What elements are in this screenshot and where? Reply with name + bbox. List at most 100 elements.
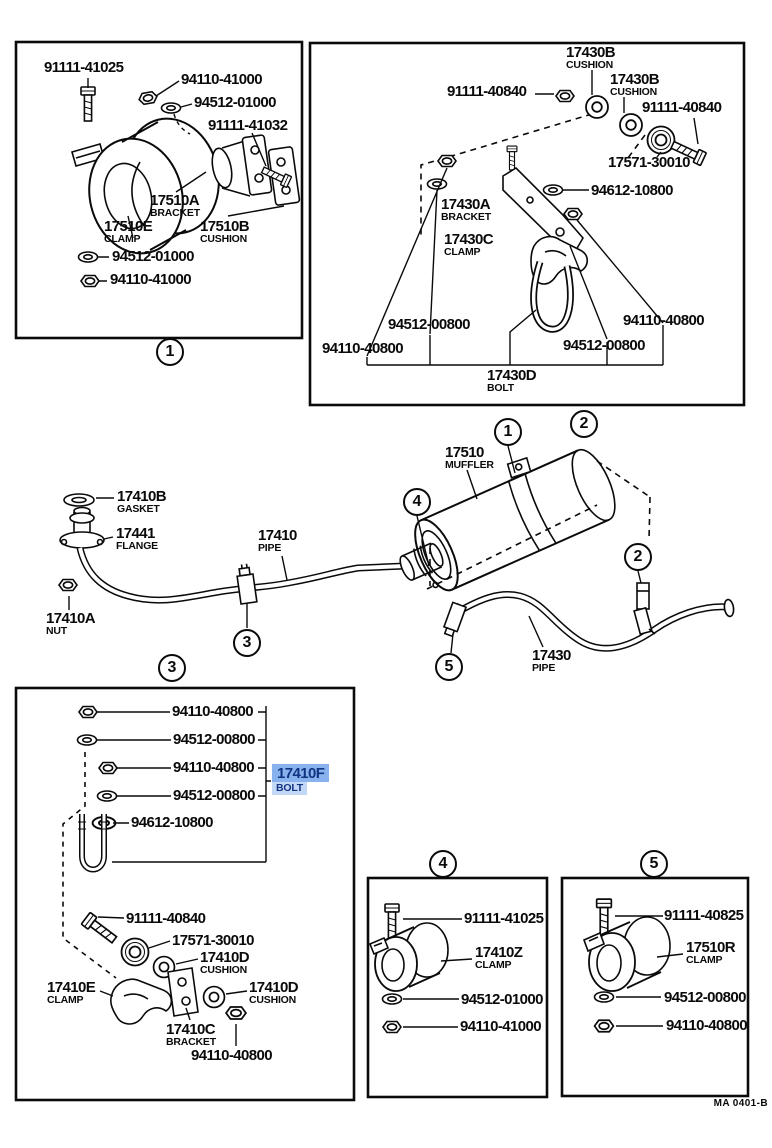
callout-inlet-clamp: 4 <box>403 488 431 516</box>
callout-box2: 2 <box>570 410 598 438</box>
box2-drawing <box>366 70 708 366</box>
callout-muffler-clamp: 1 <box>494 418 522 446</box>
nut-icon <box>98 761 118 775</box>
cushion-icon <box>585 95 609 119</box>
box5-drawing <box>582 898 684 1033</box>
leader-lines <box>97 916 248 1046</box>
part-label: 94512-01000 <box>461 991 543 1008</box>
washer-icon <box>381 993 403 1005</box>
washer-icon <box>76 734 98 746</box>
box4-drawing <box>368 903 473 1034</box>
part-label: 94612-10800 <box>131 814 213 831</box>
part-label: 91111-40840 <box>642 99 722 116</box>
part-label: 94110-41000 <box>181 71 263 88</box>
leader-lines <box>68 445 642 654</box>
grommet-icon <box>646 125 676 155</box>
tail-pipe-drawing <box>454 591 729 652</box>
washer-icon <box>542 184 564 196</box>
callout-box1: 1 <box>156 338 184 366</box>
washer-icon <box>593 991 615 1003</box>
washer-icon <box>160 102 182 114</box>
clamp-drawing <box>110 978 173 1025</box>
part-label: 91111-41025 <box>44 59 124 76</box>
callout-box3: 3 <box>158 654 186 682</box>
part-label: 94512-00800 <box>563 337 645 354</box>
bolt-icon <box>506 145 518 171</box>
part-label: 94512-00800 <box>173 731 255 748</box>
part-label: 94110-41000 <box>110 271 192 288</box>
washer-icon <box>96 790 118 802</box>
part-label: 94512-01000 <box>112 248 194 265</box>
nut-icon <box>563 207 583 221</box>
callout-tailpipe-clamp: 5 <box>435 653 463 681</box>
cushion-icon <box>619 113 643 137</box>
box3-frame <box>14 686 356 1102</box>
grommet-icon <box>120 937 150 967</box>
box1-frame <box>14 40 304 340</box>
callout-box5: 5 <box>640 850 668 878</box>
nut-icon <box>78 705 98 719</box>
part-label: 94512-00800 <box>388 316 470 333</box>
nut-icon <box>437 154 457 168</box>
part-label: 94512-00800 <box>173 787 255 804</box>
part-label: 94512-00800 <box>664 989 746 1006</box>
bolt-icon <box>595 898 613 936</box>
part-label: 17571-30010 <box>172 932 254 949</box>
nut-icon <box>382 1020 402 1034</box>
part-label: 94110-40800 <box>191 1047 273 1064</box>
gasket-drawing <box>63 493 95 507</box>
part-label: 94612-10800 <box>591 182 673 199</box>
part-label: 91111-40840 <box>447 83 527 100</box>
nut-icon <box>80 274 100 288</box>
tailpipe-clamp-drawing <box>442 601 468 638</box>
part-label: 94110-41000 <box>460 1018 542 1035</box>
part-label: 17571-30010 <box>608 154 690 171</box>
leader-lines <box>615 915 684 1027</box>
part-label: 94512-01000 <box>194 94 276 111</box>
cushion-icon <box>202 985 226 1009</box>
callout-box4: 4 <box>429 850 457 878</box>
part-label: 94110-40800 <box>173 759 255 776</box>
leader-lines <box>87 78 285 282</box>
nut-icon <box>593 1019 615 1033</box>
muffler-drawing <box>399 448 616 592</box>
part-label: 91111-40825 <box>664 907 744 924</box>
part-label: 91111-40840 <box>126 910 206 927</box>
leader-lines <box>96 706 271 863</box>
leader-lines <box>366 70 699 366</box>
bracket-drawing <box>167 967 199 1017</box>
assembly-drawing <box>58 445 735 654</box>
box4-frame <box>366 876 549 1099</box>
washer-icon <box>426 178 448 190</box>
pipe-clamp-drawing <box>236 563 258 605</box>
box3-drawing <box>62 705 271 1046</box>
nut-icon <box>555 89 575 103</box>
nut-icon <box>58 578 78 592</box>
part-label: 94110-40800 <box>172 703 254 720</box>
part-label: 91111-41025 <box>464 910 544 927</box>
nut-icon <box>225 1006 247 1020</box>
callout-tailpipe-hanger: 2 <box>624 543 652 571</box>
part-label: 94110-40800 <box>666 1017 748 1034</box>
bolt-icon <box>80 86 96 122</box>
